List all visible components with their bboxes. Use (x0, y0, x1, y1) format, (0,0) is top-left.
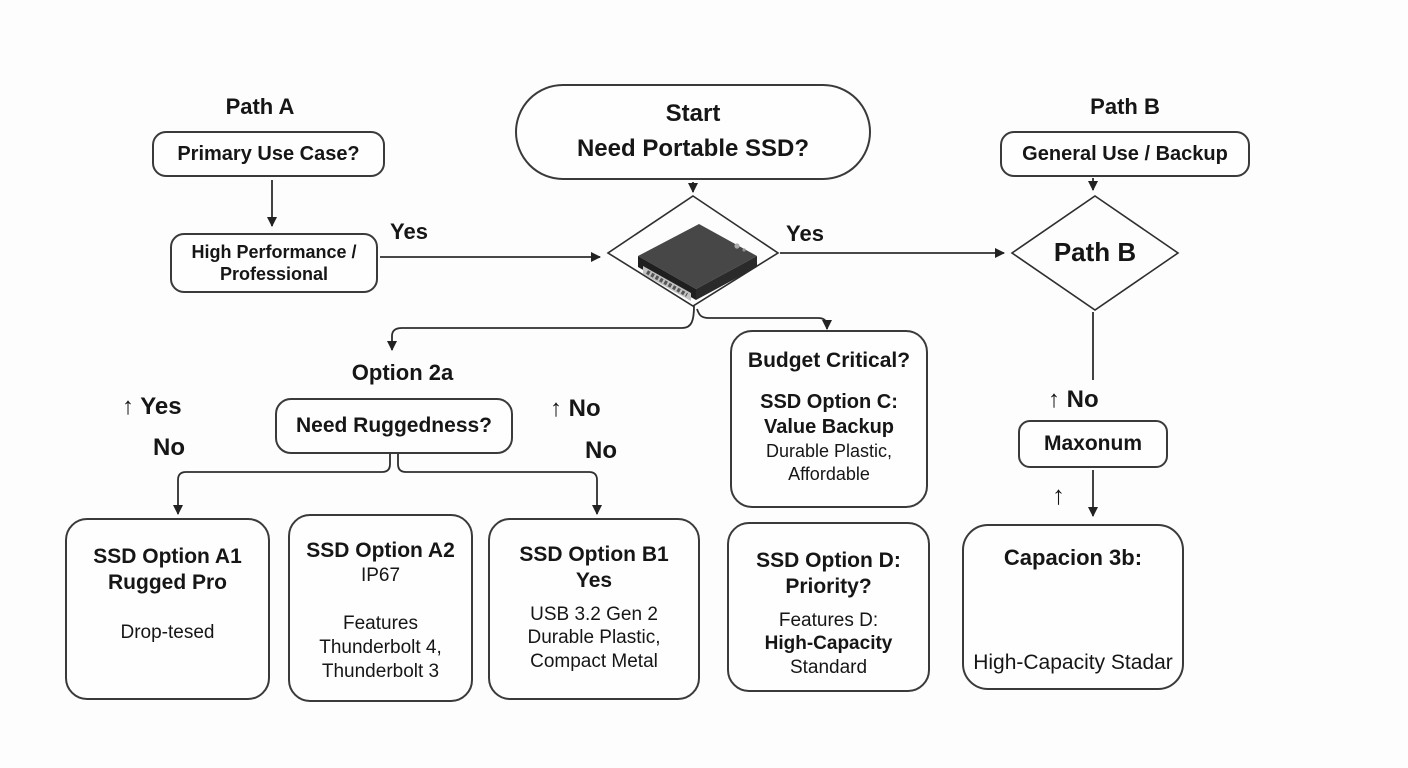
node-need-ruggedness: Need Ruggedness? (275, 398, 513, 454)
option-a1-body: Drop-tesed (120, 621, 215, 643)
connector-center-diamond-to-option2a (387, 305, 695, 351)
general-use-backup-label: General Use / Backup (1022, 142, 1228, 165)
budget-subtitle2: Value Backup (763, 416, 895, 439)
black-ssd-image (638, 224, 757, 301)
connector-ruggedness-to-b1 (397, 454, 602, 515)
option-b1-title1: SSD Option B1 (519, 543, 669, 566)
node-capacion-3b: Capacion 3b: High-Capacity Stadar (962, 524, 1184, 690)
no-label-left: No (153, 434, 185, 461)
option-d-body1: Features D: (778, 609, 879, 631)
option-b1-body3: Compact Metal (530, 651, 658, 672)
option-d-title1: SSD Option D: (756, 549, 901, 572)
node-ssd-option-a2: SSD Option A2 IP67 Features Thunderbolt … (288, 514, 473, 702)
option-a1-title1: SSD Option A1 (93, 545, 242, 568)
up-no-label-right: ↑ No (1048, 386, 1099, 413)
black-ssd-top-face (638, 224, 757, 289)
node-budget-critical: Budget Critical? SSD Option C: Value Bac… (730, 330, 928, 508)
node-general-use-backup: General Use / Backup (1000, 131, 1250, 177)
black-ssd-right-face (696, 256, 757, 300)
up-no-label-mid: ↑ No (550, 395, 601, 422)
black-ssd-logo-mark (734, 243, 740, 249)
path-a-heading: Path A (225, 94, 295, 119)
budget-body2: Affordable (788, 463, 870, 484)
center-decision-diamond (606, 195, 780, 307)
node-ssd-option-b1: SSD Option B1 Yes USB 3.2 Gen 2 Durable … (488, 518, 700, 700)
black-ssd-left-face (638, 256, 696, 300)
node-ssd-option-d: SSD Option D: Priority? Features D: High… (727, 522, 930, 692)
yes-label-right: Yes (786, 221, 824, 246)
option-a2-body3: Thunderbolt 3 (321, 660, 440, 682)
up-yes-label-left: ↑ Yes (122, 393, 182, 420)
no-label-mid: No (585, 437, 617, 464)
node-primary-use-case: Primary Use Case? (152, 131, 385, 177)
connector-center-diamond-to-budget (696, 308, 832, 330)
option-2a-heading: Option 2a (351, 360, 454, 385)
node-maxonum: Maxonum (1018, 420, 1168, 468)
option-a2-body1: Features (343, 613, 418, 634)
option-d-title2: Priority? (785, 575, 872, 599)
node-high-performance: High Performance / Professional (170, 233, 378, 293)
black-ssd-logo-dot (742, 248, 746, 252)
node-primary-use-case-label: Primary Use Case? (177, 142, 360, 165)
black-ssd-connector (643, 266, 691, 301)
budget-title: Budget Critical? (747, 349, 911, 372)
node-start: Start Need Portable SSD? (515, 84, 871, 180)
option-b1-body1: USB 3.2 Gen 2 (530, 603, 658, 625)
need-ruggedness-label: Need Ruggedness? (295, 413, 493, 437)
option-d-body2: High-Capacity (764, 633, 893, 655)
start-line1: Start (665, 100, 721, 128)
option-a1-title2: Rugged Pro (108, 571, 227, 595)
option-a2-title: SSD Option A2 (306, 539, 455, 562)
start-line2: Need Portable SSD? (576, 135, 810, 162)
path-b-heading: Path B (1090, 94, 1160, 119)
budget-body1: Durable Plastic, (765, 441, 893, 462)
node-ssd-option-a1: SSD Option A1 Rugged Pro Drop-tesed (65, 518, 270, 700)
high-performance-line1: High Performance / (191, 241, 357, 262)
option-b1-title2: Yes (575, 569, 613, 593)
pathb-diamond-label: Path B (1053, 236, 1137, 267)
yes-label-left: Yes (390, 219, 428, 244)
maxonum-label: Maxonum (1043, 431, 1142, 455)
connector-ruggedness-to-a1 (173, 454, 391, 515)
capacion-caption: High-Capacity Stadar (973, 650, 1173, 674)
capacion-title: Capacion 3b: (1003, 545, 1143, 570)
option-a2-subtitle: IP67 (360, 565, 401, 587)
option-a2-body2: Thunderbolt 4, (319, 636, 442, 658)
up-arrow-label: ↑ (1052, 480, 1065, 510)
option-d-body3: Standard (789, 657, 868, 678)
black-ssd-connector-pins (646, 270, 688, 297)
option-b1-body2: Durable Plastic, (527, 627, 661, 649)
budget-subtitle1: SSD Option C: (760, 391, 898, 414)
high-performance-line2: Professional (219, 264, 329, 284)
